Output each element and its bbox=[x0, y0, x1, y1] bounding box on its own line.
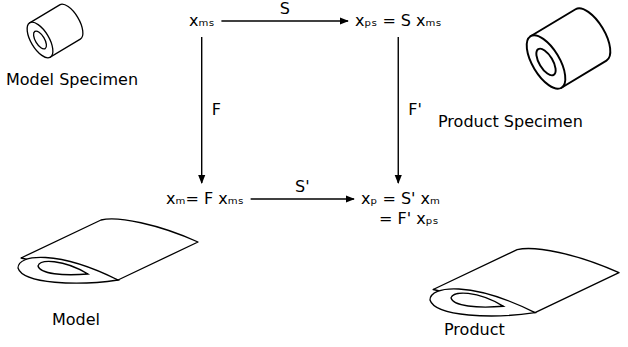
model-specimen-tube bbox=[22, 0, 88, 62]
mapping-arrow bbox=[221, 20, 348, 21]
formula-node: xₚ = S' xₘ = F' xₚₛ bbox=[358, 187, 444, 231]
mapping-label: S bbox=[278, 0, 292, 18]
mapping-label: F' bbox=[406, 101, 424, 119]
formula-text: xₚ = S' xₘ = F' xₚₛ bbox=[361, 189, 440, 228]
formula-node: xₚₛ = S xₘₛ bbox=[352, 9, 445, 33]
formula-node: xₘ= F xₘₛ bbox=[163, 187, 247, 211]
mapping-arrow bbox=[201, 37, 202, 183]
mapping-arrow bbox=[251, 198, 354, 199]
part-caption: Model bbox=[52, 310, 100, 330]
formula-node: xₘₛ bbox=[186, 9, 217, 33]
formula-text: xₚₛ = S xₘₛ bbox=[355, 11, 442, 30]
part-caption: Product Specimen bbox=[438, 112, 583, 132]
mapping-arrow bbox=[398, 37, 399, 183]
model-wing bbox=[18, 219, 198, 283]
part-caption: Model Specimen bbox=[6, 70, 138, 90]
formula-text: xₘₛ bbox=[189, 11, 214, 30]
product-wing bbox=[430, 249, 619, 316]
product-specimen-tube bbox=[519, 2, 618, 94]
formula-text: xₘ= F xₘₛ bbox=[166, 189, 244, 208]
mapping-label: F bbox=[210, 101, 223, 119]
part-caption: Product bbox=[444, 320, 505, 340]
mapping-label: S' bbox=[293, 178, 312, 196]
